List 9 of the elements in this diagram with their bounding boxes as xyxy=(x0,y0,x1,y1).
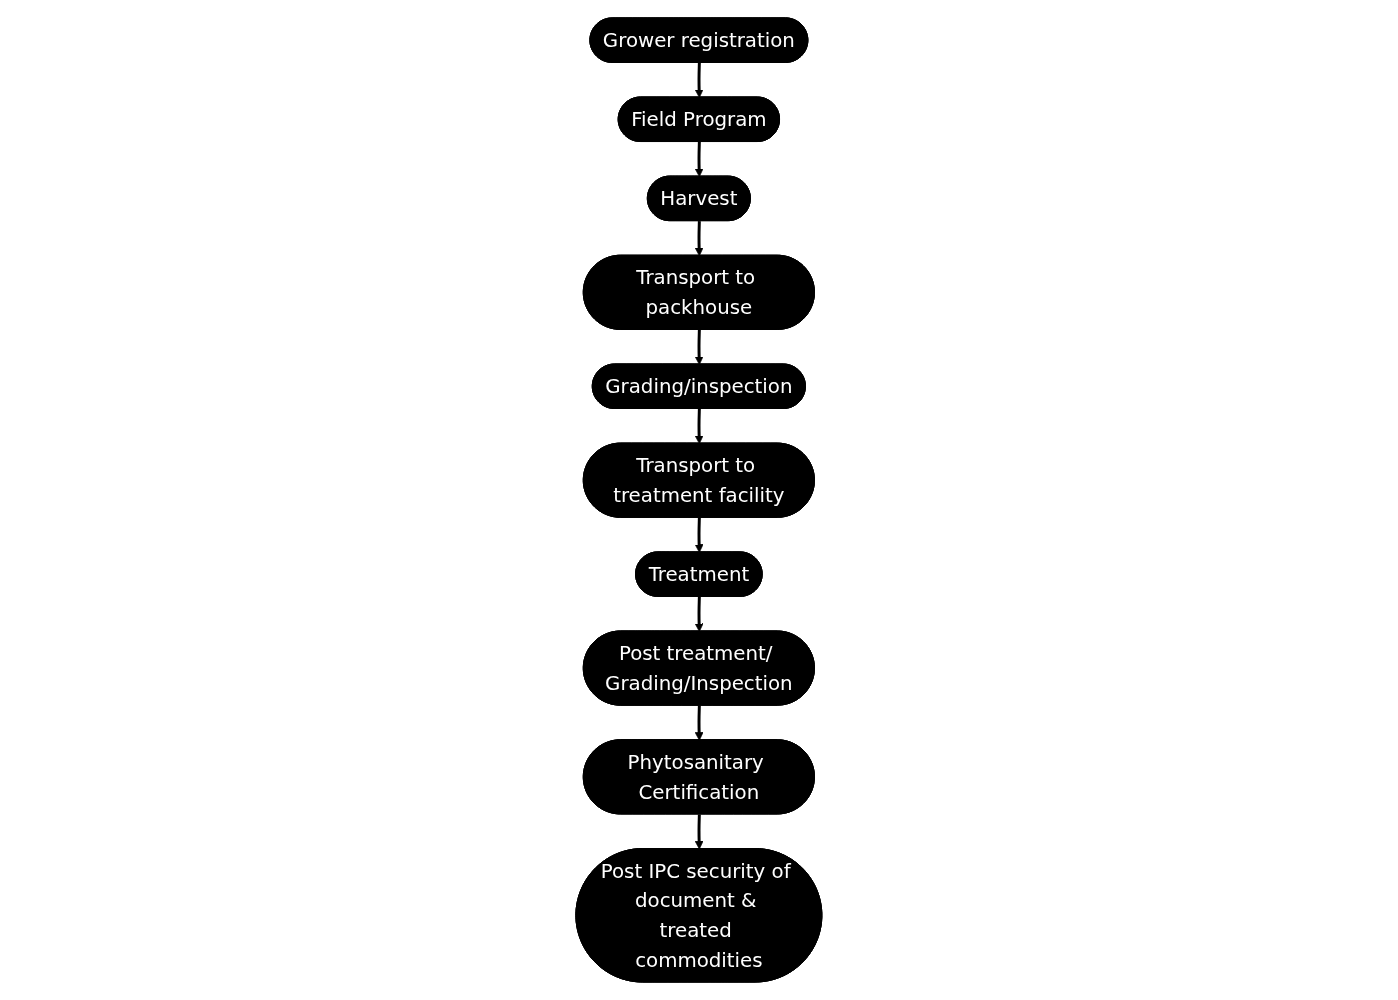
arrow xyxy=(694,408,704,444)
arrow xyxy=(694,596,704,632)
arrow xyxy=(694,517,704,553)
arrow xyxy=(694,705,704,741)
arrow xyxy=(694,62,704,98)
arrow xyxy=(694,329,704,365)
arrow xyxy=(694,221,704,257)
arrow xyxy=(694,142,704,178)
arrow xyxy=(694,814,704,850)
